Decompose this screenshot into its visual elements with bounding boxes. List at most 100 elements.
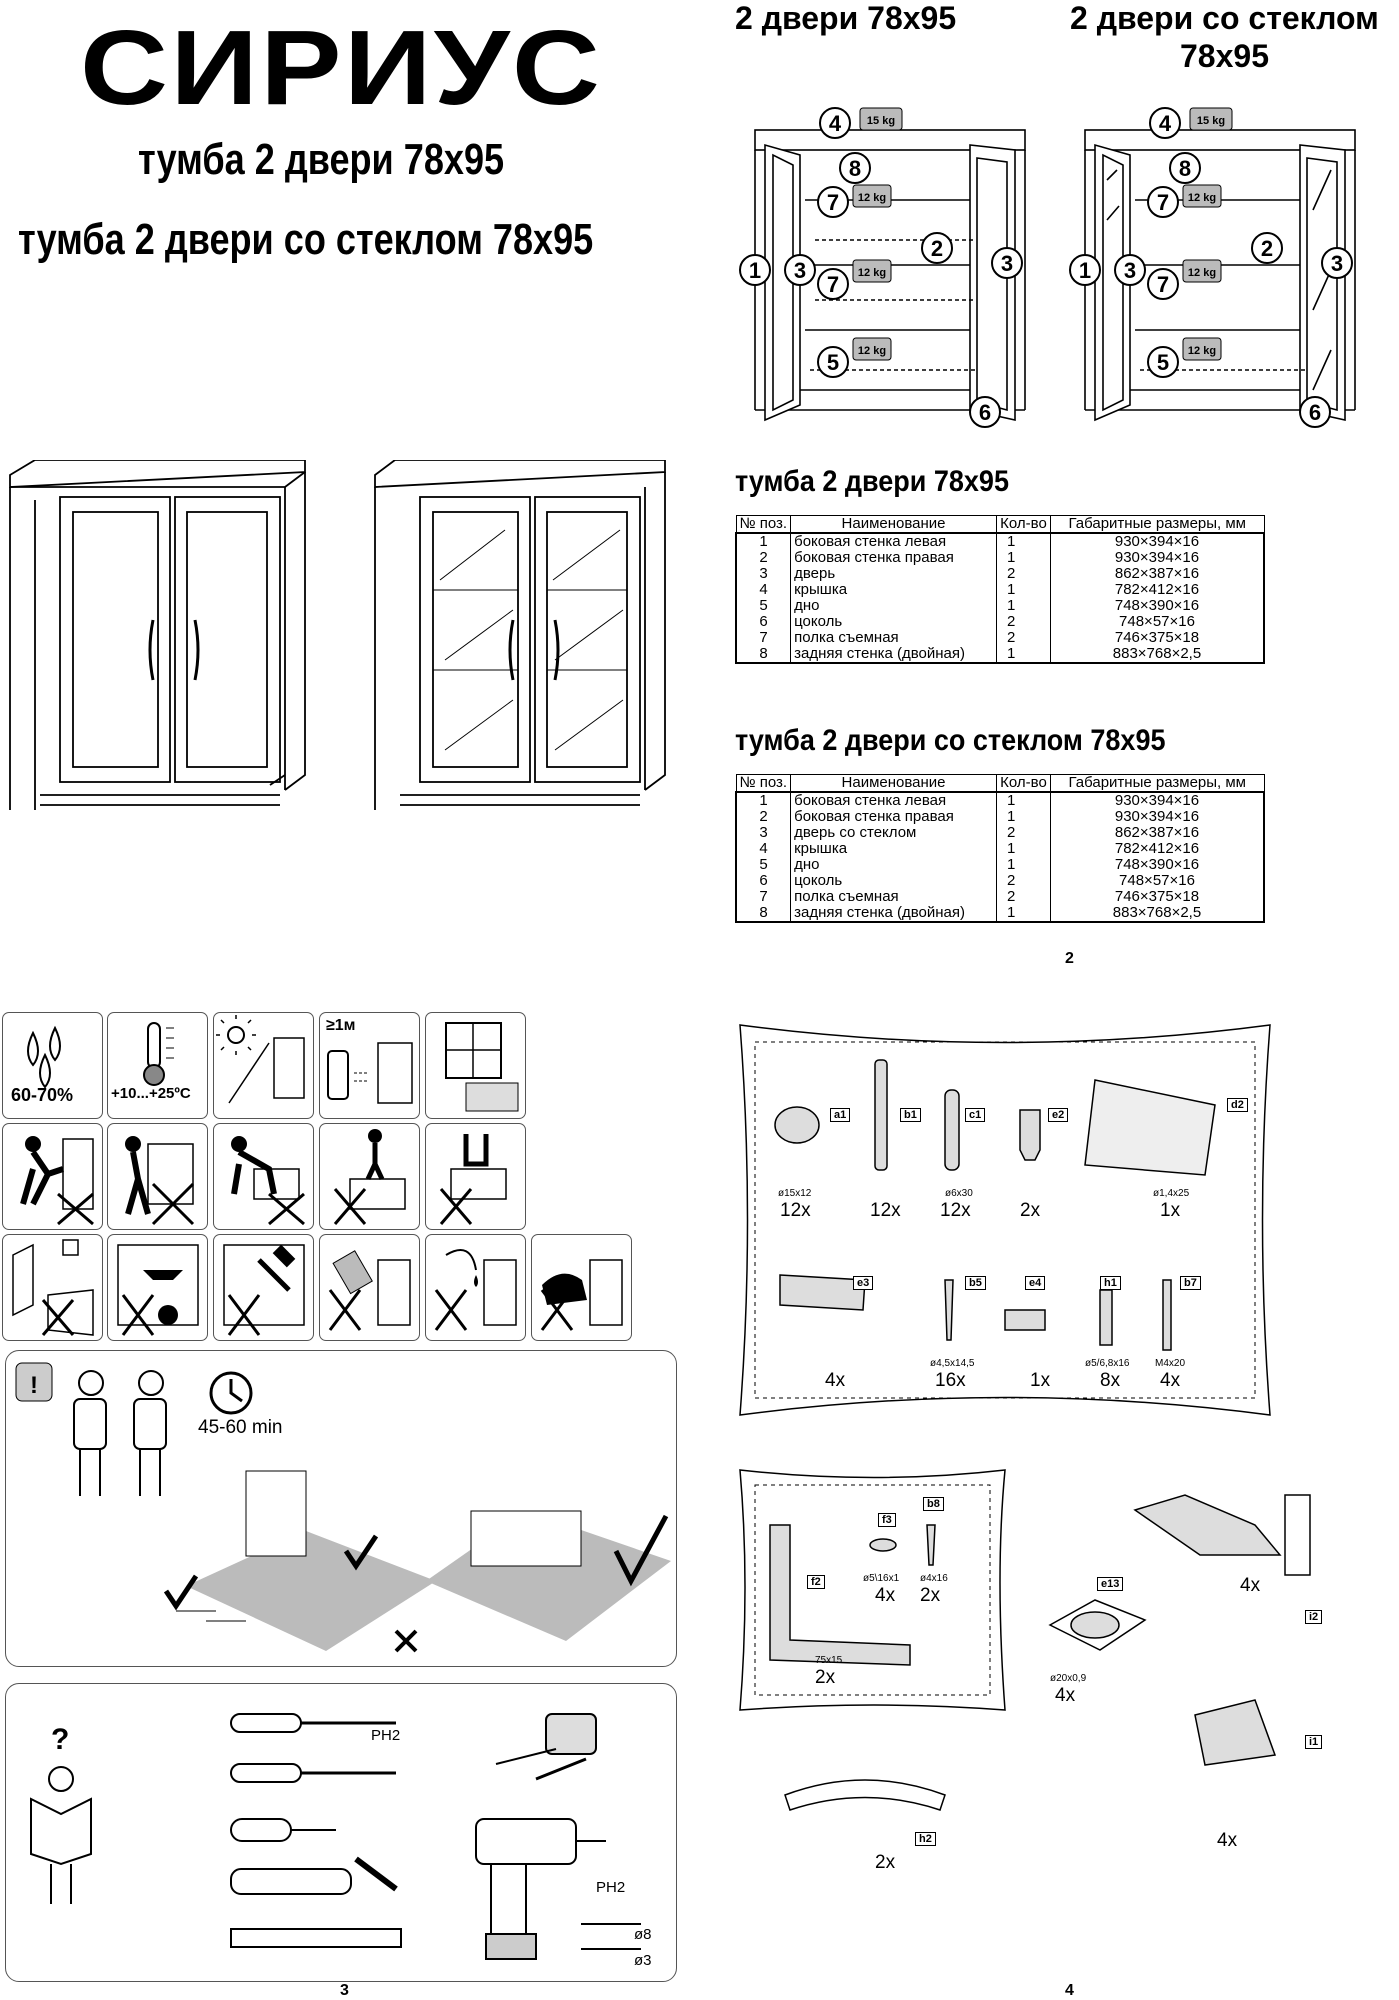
code-e13: e13 xyxy=(1097,1577,1124,1591)
drill-icon xyxy=(475,1818,641,1960)
svg-text:7: 7 xyxy=(827,190,839,215)
qty-c1: 12x xyxy=(940,1200,971,1221)
screw-icon xyxy=(944,1279,954,1341)
svg-text:1: 1 xyxy=(1079,258,1091,283)
distance-label: ≥1м xyxy=(326,1017,356,1034)
cam-bolt-icon xyxy=(874,1059,888,1171)
tools-panel: ? PH2 PH2 ø8 ø3 xyxy=(5,1683,677,1982)
callout-3: 3 xyxy=(991,247,1023,279)
weight-icon: 12 kg xyxy=(1182,337,1222,361)
callout-3: 3 xyxy=(1114,254,1146,286)
weight-label: 12 kg xyxy=(858,345,886,357)
weight-icon: 15 kg xyxy=(859,107,903,131)
callout-5: 5 xyxy=(817,346,849,378)
code-i1: i1 xyxy=(1305,1735,1323,1749)
table2-title: тумба 2 двери со стеклом 78х95 xyxy=(735,724,1166,757)
code-h2: h2 xyxy=(915,1832,936,1846)
lean-tile xyxy=(213,1123,314,1230)
heavy-object-tile xyxy=(107,1234,208,1341)
hammer-tile xyxy=(213,1234,314,1341)
code-b8: b8 xyxy=(923,1497,944,1511)
size-b7: M4x20 xyxy=(1155,1358,1186,1369)
hinge-icon xyxy=(1133,1494,1282,1556)
code-e2: e2 xyxy=(1048,1108,1069,1122)
svg-text:4: 4 xyxy=(829,111,842,136)
question-icon: ? xyxy=(51,1723,69,1756)
svg-text:5: 5 xyxy=(1157,350,1169,375)
spray-tile xyxy=(319,1234,420,1341)
callout-6: 6 xyxy=(1299,396,1331,428)
qty-h2: 2x xyxy=(875,1852,896,1873)
size-f3: ø5\16x1 xyxy=(863,1573,900,1584)
tools-illustration: ? xyxy=(30,1713,641,1960)
cleaning-glove-icon xyxy=(540,1259,623,1331)
svg-text:8: 8 xyxy=(849,156,861,181)
svg-text:3: 3 xyxy=(1331,251,1343,276)
cam-lock-icon xyxy=(774,1106,820,1144)
qty-b5: 16x xyxy=(935,1370,966,1391)
page-number: 4 xyxy=(1065,1982,1074,1999)
push-tile xyxy=(2,1123,103,1230)
callout-8: 8 xyxy=(1169,152,1201,184)
callout-1: 1 xyxy=(1069,254,1101,286)
bag-outline xyxy=(739,1024,1271,1416)
sun-icon xyxy=(216,1015,305,1104)
code-h1: h1 xyxy=(1100,1276,1121,1290)
size-a1: ø15x12 xyxy=(778,1188,812,1199)
svg-text:1: 1 xyxy=(749,258,761,283)
weight-label: 12 kg xyxy=(1188,192,1216,204)
svg-text:5: 5 xyxy=(827,350,839,375)
spray-icon xyxy=(328,1250,411,1331)
weight-label: 12 kg xyxy=(1188,345,1216,357)
dowel-pin-icon xyxy=(1099,1289,1113,1346)
subtitle-2: тумба 2 двери со стеклом 78х95 xyxy=(18,215,594,264)
code-e4: e4 xyxy=(1025,1276,1046,1290)
weight-label: 12 kg xyxy=(858,267,886,279)
weight-icon: 12 kg xyxy=(852,259,892,283)
qty-e2: 2x xyxy=(1020,1200,1041,1221)
cabinet-views xyxy=(9,460,666,810)
subtitle-1: тумба 2 двери 78х95 xyxy=(138,135,505,184)
warning-icon: ! xyxy=(30,1372,38,1399)
callout-4: 4 xyxy=(819,107,851,139)
curved-handle-icon xyxy=(784,1779,946,1811)
drill-bit-8-label: ø8 xyxy=(634,1926,652,1943)
clock-icon xyxy=(209,1371,253,1415)
qty-f2: 2x xyxy=(815,1667,836,1688)
exploded-diagrams: 15 kg 12 kg 12 kg 12 kg 15 kg 12 kg 12 k… xyxy=(739,107,1356,428)
sit-on-tile xyxy=(425,1123,526,1230)
hanging-door-icon xyxy=(12,1239,94,1336)
qty-f3: 4x xyxy=(875,1585,896,1606)
handle-icon xyxy=(779,1274,866,1311)
code-d2: d2 xyxy=(1227,1098,1248,1112)
weight-icon: 12 kg xyxy=(1182,184,1222,208)
code-b7: b7 xyxy=(1180,1276,1201,1290)
variant-1-title: 2 двери 78х95 xyxy=(735,0,957,36)
lift-tile xyxy=(107,1123,208,1230)
screwdriver-ph2-label: PH2 xyxy=(371,1727,401,1744)
qty-h1: 8x xyxy=(1100,1370,1121,1391)
size-e13: ø20x0,9 xyxy=(1050,1673,1087,1684)
col-header: Кол-во xyxy=(995,774,1051,793)
screw-icon xyxy=(926,1524,936,1566)
page-number: 3 xyxy=(340,1982,349,1999)
hinge-plate-icon xyxy=(1194,1699,1277,1766)
l-bracket-icon xyxy=(769,1524,911,1666)
svg-text:7: 7 xyxy=(1157,190,1169,215)
code-c1: c1 xyxy=(965,1108,986,1122)
variant-2-title-line2: 78х95 xyxy=(1180,38,1269,74)
callout-2: 2 xyxy=(921,232,953,264)
hammer-icon xyxy=(223,1244,305,1336)
two-workers-icon xyxy=(73,1370,167,1496)
callout-1: 1 xyxy=(739,254,771,286)
sunlight-tile xyxy=(213,1012,314,1119)
person-lift-icon xyxy=(125,1136,195,1226)
